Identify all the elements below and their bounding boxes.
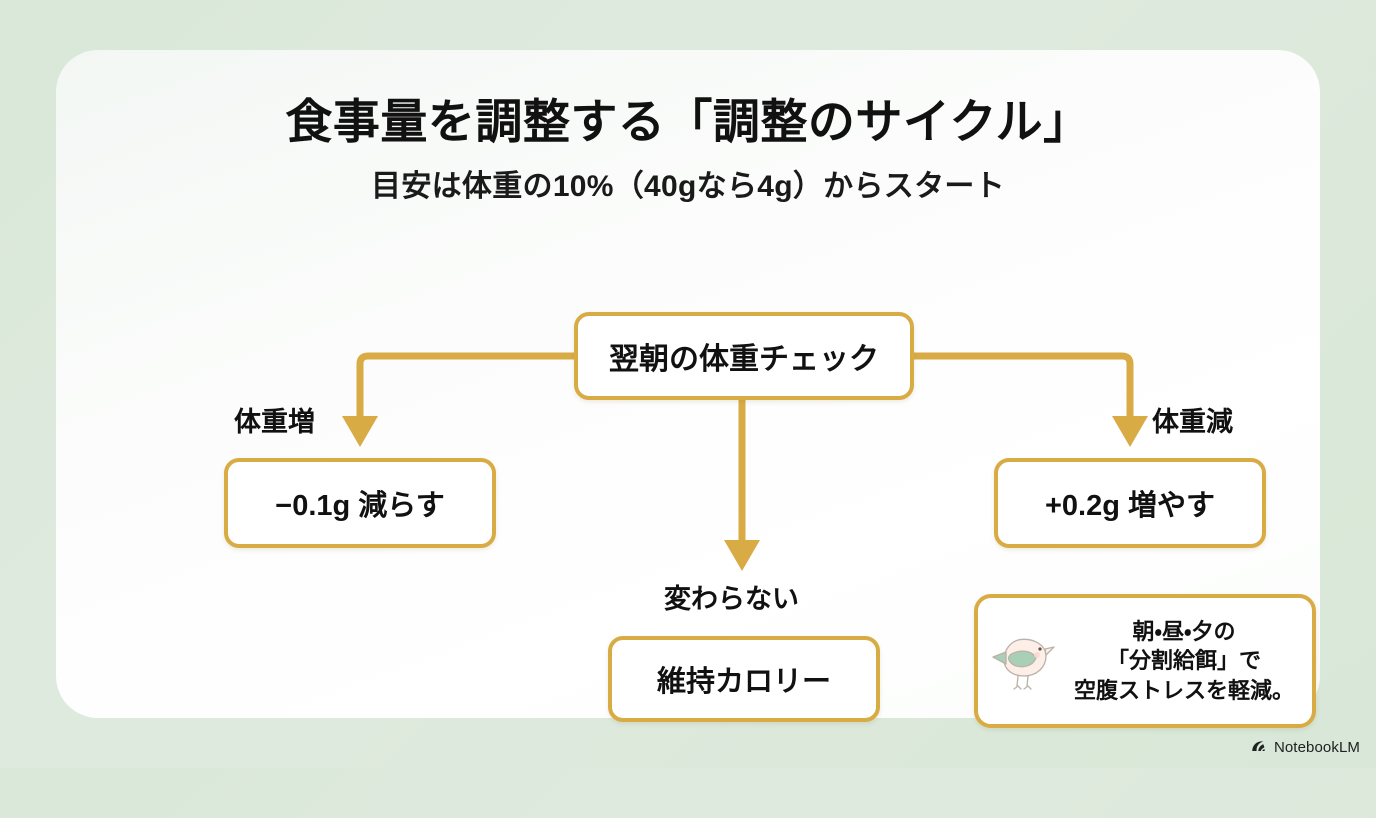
flow-box-maintenance-calories[interactable]: 維持カロリー — [608, 636, 880, 722]
branch-label-weight-gain: 体重増 — [234, 407, 315, 437]
flow-box-label: 維持カロリー — [656, 666, 831, 698]
arrowhead-left — [342, 416, 378, 447]
watermark-label: NotebookLM — [1273, 738, 1360, 756]
arrowhead-right — [1112, 416, 1148, 447]
flow-box-label: +0.2g 増やす — [1044, 490, 1216, 522]
tip-line: 「分割給餌」で — [1106, 648, 1261, 674]
title-block: 食事量を調整する「調整のサイクル」 目安は体重の10%（40gなら4g）からスタ… — [56, 95, 1320, 205]
tip-line: 朝・昼・夕の — [1132, 619, 1236, 645]
tip-text: 朝・昼・夕の 「分割給餌」で 空腹ストレスを軽減。 — [1062, 617, 1312, 704]
flow-box-morning-weight-check[interactable]: 翌朝の体重チェック — [574, 312, 914, 400]
slide-card: 食事量を調整する「調整のサイクル」 目安は体重の10%（40gなら4g）からスタ… — [56, 50, 1320, 728]
tip-callout-box: 朝・昼・夕の 「分割給餌」で 空腹ストレスを軽減。 — [974, 594, 1316, 728]
arrowhead-center — [724, 540, 760, 571]
flow-box-increase-food[interactable]: +0.2g 増やす — [994, 458, 1266, 548]
flow-box-label: −0.1g 減らす — [275, 490, 445, 522]
tip-line: 空腹ストレスを軽減。 — [1073, 677, 1294, 703]
connector-right — [914, 352, 1134, 418]
page-title: 食事量を調整する「調整のサイクル」 — [285, 95, 1091, 148]
branch-label-weight-loss: 体重減 — [1152, 407, 1233, 437]
branch-label-no-change: 変わらない — [664, 584, 799, 614]
page-subtitle: 目安は体重の10%（40gなら4g）からスタート — [371, 170, 1005, 204]
notebooklm-logo-icon — [1252, 741, 1265, 752]
connector-left — [356, 352, 574, 418]
flow-box-decrease-food[interactable]: −0.1g 減らす — [224, 458, 496, 548]
notebooklm-watermark: NotebookLM — [1250, 738, 1360, 756]
flow-box-label: 翌朝の体重チェック — [609, 343, 879, 376]
bird-icon — [992, 638, 1055, 690]
